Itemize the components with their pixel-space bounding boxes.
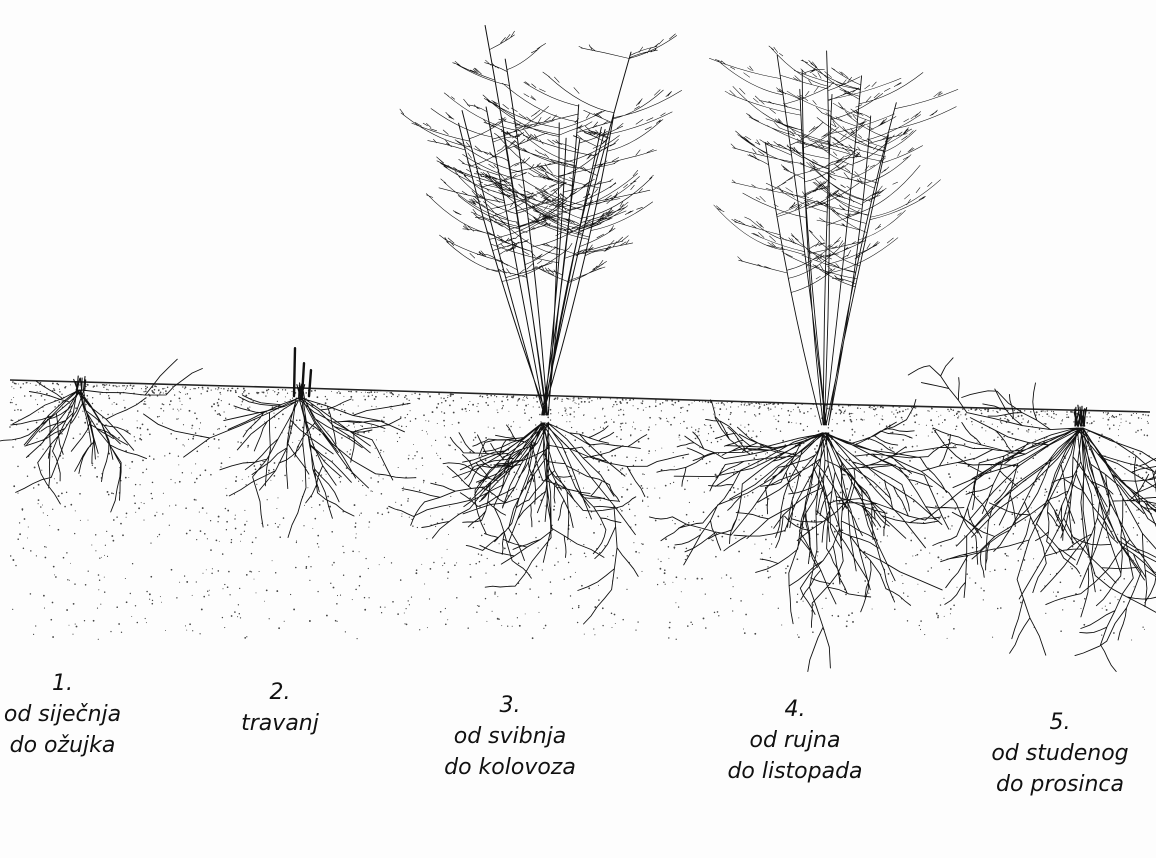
plant-3-roots (389, 423, 689, 624)
soil-layer (9, 381, 1150, 640)
stage-4-line-2: do listopada (715, 756, 875, 787)
stage-5-line-1: od studenog (970, 738, 1150, 769)
soil-stipple (9, 381, 1150, 640)
plant-4-panicles (709, 46, 958, 293)
stage-3-number: 3. (430, 690, 590, 721)
plant-1-crown (74, 376, 86, 390)
stage-1-caption: 1. od siječnja do ožujka (0, 668, 125, 761)
stage-3-caption: 3. od svibnja do kolovoza (430, 690, 590, 783)
stage-2-line-1: travanj (215, 708, 345, 739)
stage-3-line-2: do kolovoza (430, 752, 590, 783)
stage-1-line-2: do ožujka (0, 730, 125, 761)
stage-5-caption: 5. od studenog do prosinca (970, 707, 1150, 800)
plant-3-panicles (400, 31, 682, 283)
ground-line (10, 380, 1150, 412)
stage-4-caption: 4. od rujna do listopada (715, 694, 875, 787)
plant-2-roots (144, 395, 416, 537)
stage-1-line-1: od siječnja (0, 699, 125, 730)
stage-5-line-2: do prosinca (970, 769, 1150, 800)
plant-4-culms (765, 51, 896, 425)
stage-2-caption: 2. travanj (215, 677, 345, 739)
stage-4-line-1: od rujna (715, 725, 875, 756)
stage-5-number: 5. (970, 707, 1150, 738)
stage-2-number: 2. (215, 677, 345, 708)
stage-4-number: 4. (715, 694, 875, 725)
stage-1-number: 1. (0, 668, 125, 699)
plant-5-crown (1074, 405, 1087, 426)
plants-layer (0, 26, 1156, 672)
stage-3-line-1: od svibnja (430, 721, 590, 752)
